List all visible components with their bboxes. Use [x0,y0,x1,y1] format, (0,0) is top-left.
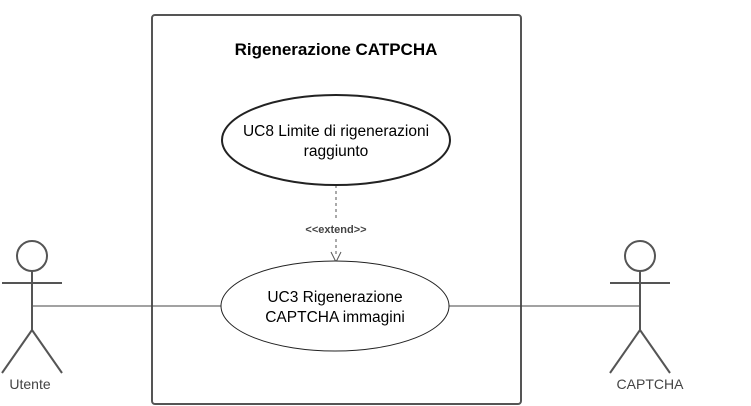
use-case-uc8-line1: UC8 Limite di rigenerazioni [243,123,429,140]
use-case-uc3-line1: UC3 Rigenerazione [267,289,402,306]
use-case-uc3-line2: CAPTCHA immagini [265,309,405,326]
actor-utente-head [16,240,48,272]
use-case-uc8 [221,94,451,186]
actor-utente [1,240,63,374]
actor-captcha-leg-left [609,329,641,374]
actor-utente-leg-right [31,329,63,374]
actor-utente-leg-left [1,329,33,374]
extend-label-bg [296,221,376,237]
actor-captcha-leg-right [639,329,671,374]
actor-captcha-label: CAPTCHA [617,376,685,392]
actor-captcha [609,240,671,374]
use-case-uc8-line2: raggiunto [304,143,369,160]
actor-utente-label: Utente [9,376,50,392]
use-case-uc3 [220,260,450,352]
actor-captcha-head [624,240,656,272]
system-title: Rigenerazione CATPCHA [235,40,438,59]
extend-label: <<extend>> [305,224,366,236]
